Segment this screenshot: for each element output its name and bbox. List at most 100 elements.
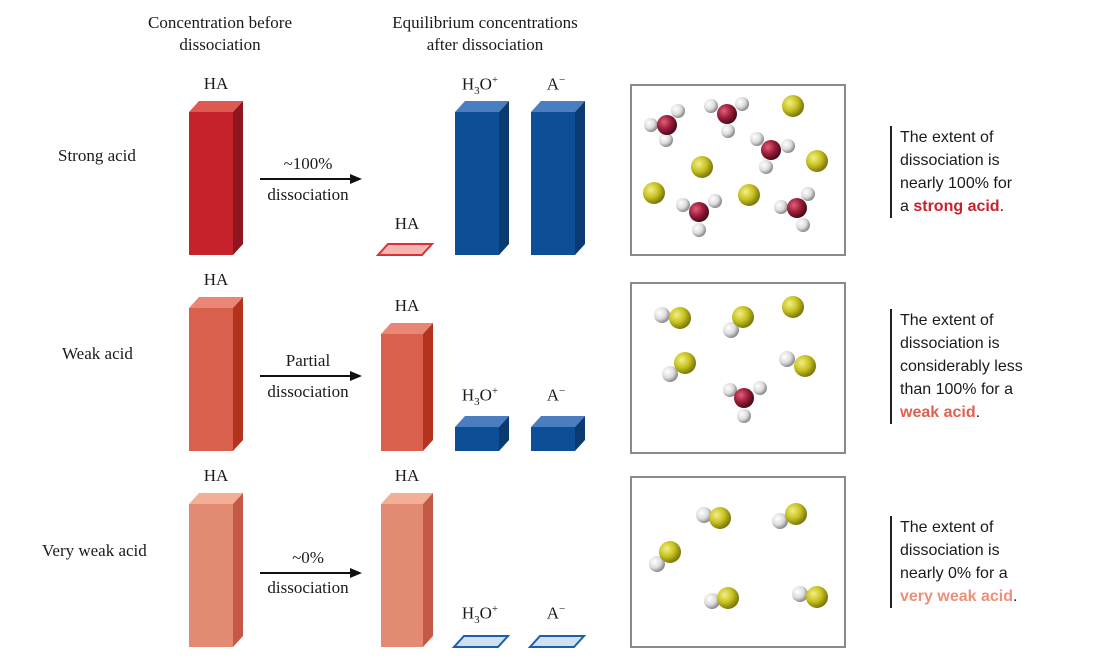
description-very-weak: The extent of dissociation is nearly 0% … <box>890 516 1090 608</box>
arrow-label-line2: dissociation <box>267 578 349 597</box>
h3o-sup-text: + <box>491 603 499 615</box>
description-strong: The extent of dissociation is nearly 100… <box>890 126 1090 218</box>
label-a-weak: A− <box>526 385 586 406</box>
arrow-label-line1: Partial <box>285 351 331 370</box>
arrow-label-strong: ~100% <box>253 154 363 174</box>
bar-a-strong <box>531 101 585 255</box>
description-line: The extent of <box>900 519 994 536</box>
bar-h3o-weak <box>455 416 509 451</box>
h3o-o-text: O <box>479 385 492 405</box>
ha-molecule <box>662 352 696 382</box>
bar-ha-before-weak <box>189 297 243 451</box>
hydronium-molecule <box>704 97 749 138</box>
molecule-box-weak <box>630 282 846 454</box>
row-label-very-weak: Very weak acid <box>42 541 147 560</box>
h3o-o-text: O <box>479 603 492 623</box>
bar-ha-after-very-weak <box>381 493 433 647</box>
hydronium-molecule <box>676 194 722 237</box>
molecules-very-weak <box>649 503 828 609</box>
bar-ha-after-weak <box>381 323 433 451</box>
arrow-label-line2: dissociation <box>267 382 349 401</box>
label-h3o-strong: H3O+ <box>450 74 510 97</box>
ha-text: HA <box>203 74 229 93</box>
ha-molecule <box>779 351 816 377</box>
row-label-strong: Strong acid <box>58 146 136 165</box>
ha-molecule <box>696 507 731 529</box>
header-after-line2: after dissociation <box>426 35 544 54</box>
row-label-weak: Weak acid <box>62 344 133 363</box>
a-sup-text: − <box>559 74 566 86</box>
label-ha-before-very-weak: HA <box>186 466 246 486</box>
hydronium-molecule <box>750 132 795 174</box>
ha-text: HA <box>203 466 229 485</box>
ha-text: HA <box>394 466 420 485</box>
arrow-strong <box>260 174 362 184</box>
h3o-h-text: H <box>461 74 475 94</box>
bar-ha-before-very-weak <box>189 493 243 647</box>
ha-text: HA <box>394 214 420 233</box>
bar-h3o-strong <box>455 101 509 255</box>
arrow-label-strong-2: dissociation <box>253 185 363 205</box>
label-a-strong: A− <box>526 74 586 95</box>
ha-text: HA <box>394 296 420 315</box>
description-prefix: a <box>900 198 914 215</box>
anion-particle <box>782 95 804 117</box>
description-line: dissociation is <box>900 152 1000 169</box>
hydronium-molecule <box>723 381 767 423</box>
anion-particle <box>643 182 665 204</box>
anion-particle <box>738 184 760 206</box>
description-suffix: . <box>975 404 981 421</box>
ha-molecule <box>723 306 754 338</box>
description-emphasis: weak acid <box>900 404 976 421</box>
description-line: dissociation is <box>900 335 1000 352</box>
arrow-label-line1: ~0% <box>292 548 324 567</box>
molecule-box-strong <box>630 84 846 256</box>
ha-molecule <box>792 586 828 608</box>
a-text: A <box>546 385 560 405</box>
description-line: dissociation is <box>900 542 1000 559</box>
ha-molecule <box>704 587 739 609</box>
ha-molecule <box>649 541 681 572</box>
ha-molecule <box>772 503 807 529</box>
description-line: The extent of <box>900 312 994 329</box>
description-suffix: . <box>1012 588 1018 605</box>
description-line: nearly 100% for <box>900 175 1013 192</box>
bar-a-weak <box>531 416 585 451</box>
h3o-sub-text: 3 <box>474 396 480 409</box>
a-sup-text: − <box>559 385 566 397</box>
hydronium-molecule <box>644 104 685 147</box>
bar-ha-before-strong <box>189 101 243 255</box>
header-before-line2: dissociation <box>179 35 261 54</box>
label-h3o-weak: H3O+ <box>450 385 510 408</box>
header-after-line1: Equilibrium concentrations <box>392 13 578 32</box>
label-ha-before-weak: HA <box>186 270 246 290</box>
label-h3o-very-weak: H3O+ <box>450 603 510 626</box>
arrow-label-line2: dissociation <box>267 185 349 204</box>
arrow-weak <box>260 371 362 381</box>
h3o-o-text: O <box>479 74 492 94</box>
anion-particle <box>691 156 713 178</box>
description-last-line: a strong acid. <box>900 195 1090 218</box>
h3o-h-text: H <box>461 603 475 623</box>
hydronium-molecule <box>774 187 815 232</box>
h3o-h-text: H <box>461 385 475 405</box>
h3o-sup-text: + <box>491 74 499 86</box>
h3o-sub-text: 3 <box>474 85 480 98</box>
description-line: than 100% for a <box>900 381 1013 398</box>
h3o-sub-text: 3 <box>474 614 480 627</box>
description-weak: The extent of dissociation is considerab… <box>890 309 1090 424</box>
a-text: A <box>546 603 560 623</box>
molecule-box-very-weak <box>630 476 846 648</box>
label-ha-before-strong: HA <box>186 74 246 94</box>
molecules-weak <box>654 296 816 423</box>
flat-h3o-very-weak <box>451 635 511 648</box>
a-sup-text: − <box>559 603 566 615</box>
header-before-line1: Concentration before <box>148 13 292 32</box>
description-last-line: weak acid. <box>900 401 1090 424</box>
header-after: Equilibrium concentrations after dissoci… <box>360 12 610 56</box>
label-ha-after-weak: HA <box>377 296 437 316</box>
anion-particle <box>782 296 804 318</box>
arrow-label-very-weak-2: dissociation <box>253 578 363 598</box>
description-last-line: very weak acid. <box>900 585 1090 608</box>
